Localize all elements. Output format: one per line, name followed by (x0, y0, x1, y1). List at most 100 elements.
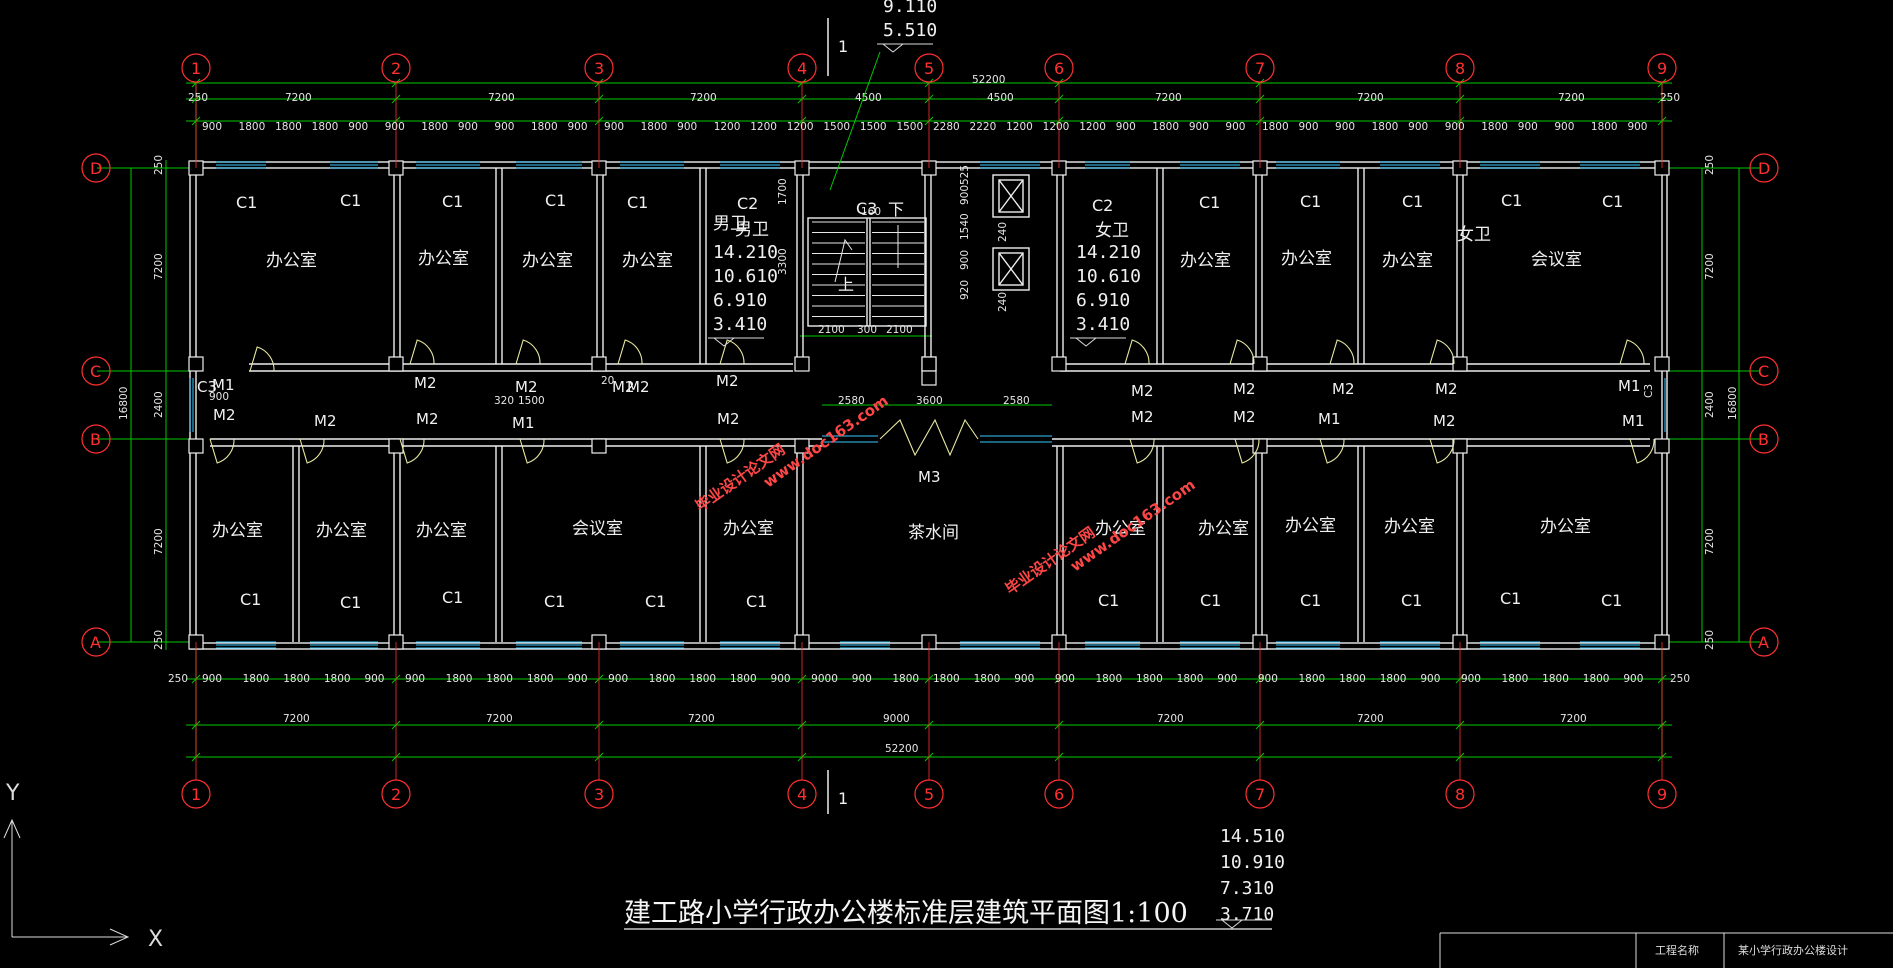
room-top: 办公室 (1382, 251, 1433, 271)
door-swing (1329, 339, 1355, 365)
axis-label-9: 9 (1657, 59, 1667, 78)
dim-top-detail: 900 (348, 121, 368, 133)
elevation-right: 14.210 (1076, 242, 1141, 263)
dim-top-detail: 1200 (714, 121, 741, 133)
window-label-c1: C1 (236, 193, 257, 212)
dim-bottom-detail: 1800 (730, 673, 757, 685)
axis-label-D: D (90, 159, 102, 178)
axis-label-2: 2 (391, 59, 401, 78)
axis-label-8: 8 (1455, 785, 1465, 804)
dim-top-detail: 2280 (933, 121, 960, 133)
dim-top-detail: 1800 (1262, 121, 1289, 133)
door-swing (1124, 339, 1150, 365)
door-swing (1319, 438, 1345, 464)
dim-left-total: 16800 (118, 387, 130, 420)
column (1452, 438, 1468, 454)
titleblock-label: 工程名称 (1655, 943, 1699, 957)
door-label-m2: M2 (716, 372, 739, 390)
elevation-right: 10.610 (1076, 266, 1141, 287)
dim-elevator: 900 (959, 250, 971, 270)
column (188, 356, 204, 372)
dim-left-3: 7200 (153, 528, 165, 555)
room-bottom: 办公室 (1540, 517, 1591, 537)
axis-label-C: C (1758, 362, 1769, 381)
door-label-m2: M2 (717, 410, 740, 428)
dim-top-detail: 900 (202, 121, 222, 133)
room-top: 办公室 (1180, 251, 1231, 271)
window-label-c1: C1 (1300, 591, 1321, 610)
window-label-c1: C1 (1199, 193, 1220, 212)
room-bottom: 办公室 (212, 521, 263, 541)
door-label-m2: M2 (1332, 380, 1355, 398)
door-label-m1: M1 (212, 376, 235, 394)
dim-corridor-3: 2580 (1003, 395, 1030, 407)
dim-top-detail: 900 (1189, 121, 1209, 133)
axis-label-B: B (90, 430, 101, 449)
dim-small: 160 (861, 206, 881, 218)
axis-label-6: 6 (1054, 785, 1064, 804)
elevation-bottom: 7.310 (1220, 878, 1274, 899)
dim-top-bay: 7200 (488, 92, 515, 104)
door-swing (519, 438, 545, 464)
window-label-c2: C2 (1092, 196, 1113, 215)
dim-top-detail: 1800 (421, 121, 448, 133)
dim-top-detail: 1500 (823, 121, 850, 133)
titleblock-project: 某小学行政办公楼设计 (1738, 943, 1848, 957)
window-label-c1: C1 (1501, 191, 1522, 210)
axis-label-9: 9 (1657, 785, 1667, 804)
dim-left-2: 2400 (153, 391, 165, 418)
dim-corridor-1: 2580 (838, 395, 865, 407)
room-top: 办公室 (418, 249, 469, 269)
elevation-left: 3.410 (713, 314, 767, 335)
dim-top-detail: 900 (458, 121, 478, 133)
door-label-m2: M2 (1433, 412, 1456, 430)
axis-bubble-D (81, 153, 111, 183)
watermark-url: www.doc163.com (760, 392, 892, 492)
dim-edge-left: 250 (188, 92, 208, 104)
ucs-icon (3, 818, 130, 946)
axis-bubble-C (1749, 356, 1779, 386)
room-bottom: 办公室 (1384, 517, 1435, 537)
window-label-c1: C1 (627, 193, 648, 212)
door-swing (1629, 438, 1655, 464)
window-label-c1: C1 (1300, 192, 1321, 211)
room-bottom: 办公室 (1095, 519, 1146, 539)
room-top: 男卫 (735, 220, 769, 240)
door-label-m2: M2 (1131, 408, 1154, 426)
dim-top-detail: 900 (568, 121, 588, 133)
door-m3 (879, 418, 979, 457)
column (1452, 356, 1468, 372)
dim-small: 900 (209, 391, 229, 403)
door-label-m2: M2 (1435, 380, 1458, 398)
dim-elevator: 240 (997, 292, 1009, 312)
dim-top-detail: 1200 (1006, 121, 1033, 133)
door-label-m2: M2 (1233, 408, 1256, 426)
axis-label-4: 4 (797, 59, 807, 78)
window-label-c1: C1 (240, 590, 261, 609)
door-label-m2: M2 (414, 374, 437, 392)
dim-bottom-detail: 900 (1217, 673, 1237, 685)
axis-label-3: 3 (594, 59, 604, 78)
column (1252, 438, 1268, 454)
dim-top-detail: 1800 (1152, 121, 1179, 133)
dim-top-detail: 900 (385, 121, 405, 133)
section-mark-bottom: 1 (838, 789, 848, 808)
door-swing (617, 339, 643, 365)
elevation-marker (1075, 337, 1097, 347)
window-label-c3: C3 (1643, 384, 1655, 398)
dim-stair-2: 300 (857, 324, 877, 336)
title-block (1439, 932, 1893, 968)
dim-top-detail: 1200 (1043, 121, 1070, 133)
door-label-m2: M2 (213, 406, 236, 424)
axis-label-1: 1 (191, 785, 201, 804)
walls (189, 161, 1668, 650)
door-swing (1229, 339, 1255, 365)
dim-bottom-detail: 1800 (1583, 673, 1610, 685)
door-label-m2: M2 (612, 378, 635, 396)
dim-bottom-bay: 7200 (688, 713, 715, 725)
dim-elevator: 1540 (959, 213, 971, 240)
dim-small: 20 (601, 375, 614, 387)
axis-bubble-B (81, 424, 111, 454)
stair-up-label: 上 (838, 275, 854, 294)
